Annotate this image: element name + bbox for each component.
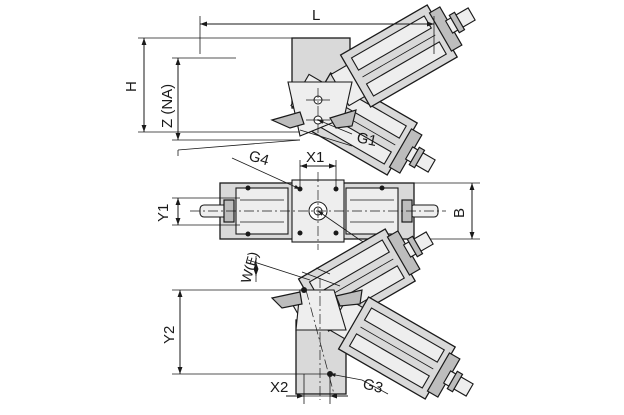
dim-label-b: B [451, 208, 468, 218]
dim-label-g4: G4 [247, 148, 271, 170]
dim-label-g3: G3 [361, 375, 385, 397]
dim-label-y2: Y2 [161, 326, 178, 344]
dim-label-g1: G1 [355, 129, 378, 150]
dim-label-h: H [123, 81, 140, 92]
top-view [270, 0, 488, 193]
top-right-arm [324, 0, 488, 117]
middle-view [190, 172, 446, 250]
dim-label-x2: X2 [270, 379, 288, 396]
dim-label-x1: X1 [306, 149, 324, 166]
dim-label-y1: Y1 [155, 204, 172, 222]
dim-label-w: W(E) [237, 250, 261, 285]
bottom-gripper-head [295, 289, 347, 331]
dim-label-z: Z (NA) [159, 84, 176, 128]
dim-label-l: L [312, 7, 320, 24]
